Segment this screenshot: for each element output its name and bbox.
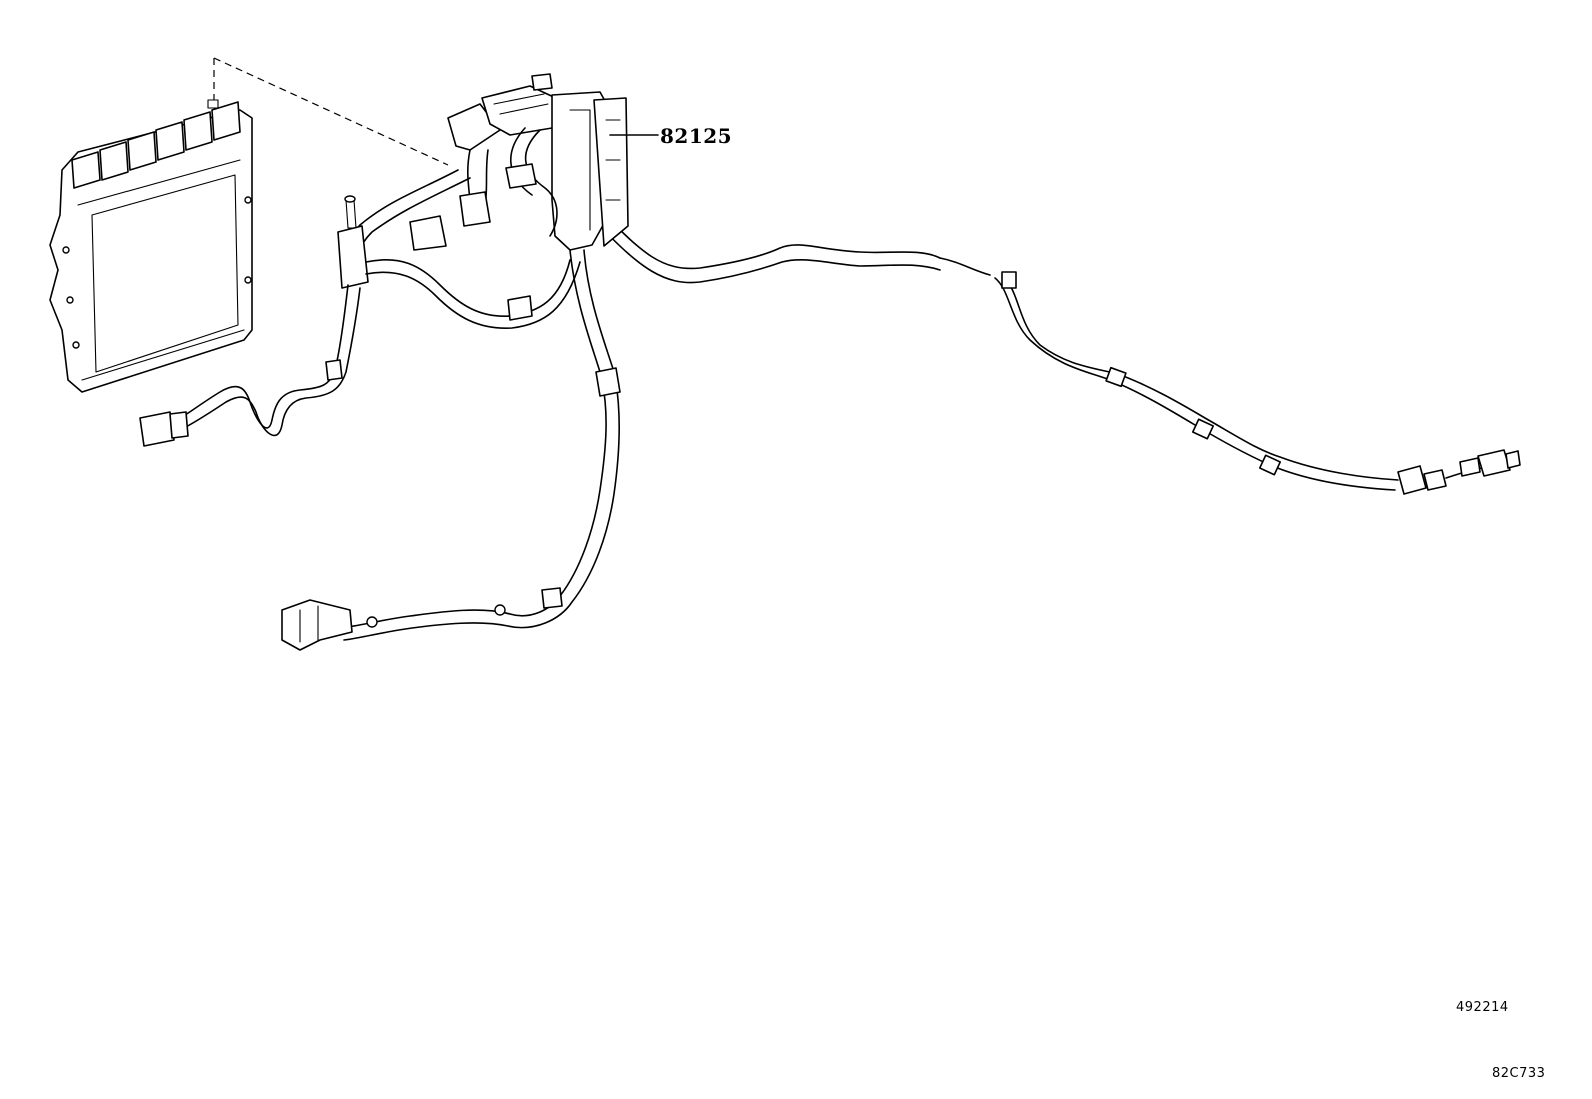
ecu-module xyxy=(49,99,253,393)
orientation-code: 492214 xyxy=(1456,1000,1509,1015)
part-number-callout: 82125 xyxy=(660,124,733,148)
engine-wire-harness xyxy=(139,73,1521,651)
illustration-code: 82C733 xyxy=(1492,1066,1546,1081)
